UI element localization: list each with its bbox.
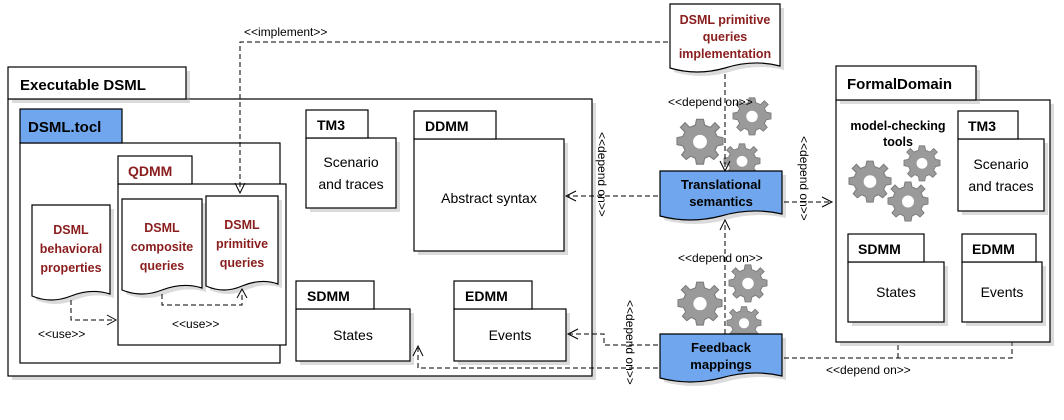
ddmm-title: DDMM (425, 118, 469, 134)
ddmm-body: Abstract syntax (441, 190, 537, 206)
behavioral-properties-document: DSML behavioral properties (31, 204, 114, 304)
tm3-right-title: TM3 (968, 118, 996, 134)
tm3-right-body-2: and traces (968, 178, 1033, 194)
primitive-line-2: primitive (216, 237, 268, 251)
tm3-right-body-1: Scenario (973, 156, 1028, 172)
feedback-line-2: mappings (690, 357, 751, 372)
behavioral-line-3: properties (40, 261, 101, 275)
depend-arrow-feedback-left: <<depend on>> (412, 300, 658, 385)
edmm-left-body: Events (489, 327, 532, 343)
composite-line-1: DSML (144, 221, 180, 235)
depend-label-top: <<depend on>> (668, 95, 753, 109)
primitive-queries-document: DSML primitive queries (205, 195, 282, 294)
depend-arrow-translational-ddmm: <<depend on>> (564, 132, 658, 217)
edmm-left-title: EDMM (465, 288, 508, 304)
feedback-line-1: Feedback (691, 340, 752, 355)
use-label-1: <<use>> (38, 327, 85, 341)
tm3-left-title: TM3 (317, 117, 345, 133)
formal-domain-title: FormalDomain (847, 76, 952, 93)
depend-arrow-translational-formal: <<depend on>> (784, 136, 834, 221)
executable-dsml-title: Executable DSML (20, 77, 146, 94)
tm3-package-left: TM3 Scenario and traces (305, 109, 400, 212)
tools-line-2: tools (883, 135, 913, 149)
primitive-line-1: DSML (224, 218, 260, 232)
sdmm-left-title: SDMM (307, 288, 350, 304)
behavioral-line-2: behavioral (40, 242, 103, 256)
edmm-package-left: EDMM Events (453, 280, 570, 365)
ddmm-package: DDMM Abstract syntax (413, 110, 568, 255)
dsml-tocl-title: DSML.tocl (28, 119, 101, 136)
primitive-queries-implementation-document: DSML primitive queries implementation (669, 3, 784, 76)
implement-arrow: <<implement>> (234, 25, 668, 195)
depend-label-right-vert: <<depend on>> (797, 136, 811, 221)
depend-arrow-feedback-translational: <<depend on>> (678, 218, 763, 334)
use-label-2: <<use>> (172, 317, 219, 331)
model-checking-tools: model-checking tools (848, 119, 946, 222)
qdmm-title: QDMM (128, 163, 172, 179)
composite-line-3: queries (140, 259, 185, 273)
translational-semantics-document: Translational semantics (659, 170, 786, 224)
depend-label-bottom-right: <<depend on>> (826, 363, 911, 377)
use-arrow-behavioral: <<use>> (38, 300, 118, 341)
primitive-line-3: queries (220, 256, 265, 270)
translational-line-1: Translational (681, 177, 761, 192)
depend-label-left-vert: <<depend on>> (595, 132, 609, 217)
composite-queries-document: DSML composite queries (121, 198, 206, 298)
behavioral-line-1: DSML (53, 223, 89, 237)
sdmm-right-body: States (876, 284, 916, 300)
edmm-right-title: EDMM (972, 241, 1015, 257)
edmm-package-right: EDMM Events (961, 233, 1046, 326)
implementation-line-3: implementation (679, 47, 771, 61)
edmm-right-body: Events (981, 284, 1024, 300)
sdmm-left-body: States (333, 327, 373, 343)
translational-line-2: semantics (689, 194, 753, 209)
tm3-left-body-2: and traces (318, 176, 383, 192)
composite-line-2: composite (131, 240, 194, 254)
tools-line-1: model-checking (850, 119, 945, 133)
implementation-line-2: queries (703, 30, 748, 44)
sdmm-package-right: SDMM States (847, 233, 948, 326)
depend-label-mid: <<depend on>> (678, 251, 763, 265)
implement-label: <<implement>> (244, 25, 327, 39)
feedback-mappings-document: Feedback mappings (659, 333, 786, 386)
sdmm-right-title: SDMM (858, 241, 901, 257)
gears-top (676, 97, 772, 180)
tm3-left-body-1: Scenario (323, 154, 378, 170)
gears-bottom (677, 264, 768, 341)
implementation-line-1: DSML primitive (680, 13, 771, 27)
depend-label-bottom-vert: <<depend on>> (623, 300, 637, 385)
tm3-package-right: TM3 Scenario and traces (957, 110, 1048, 215)
use-arrow-composite: <<use>> (161, 287, 248, 331)
sdmm-package-left: SDMM States (295, 280, 414, 365)
